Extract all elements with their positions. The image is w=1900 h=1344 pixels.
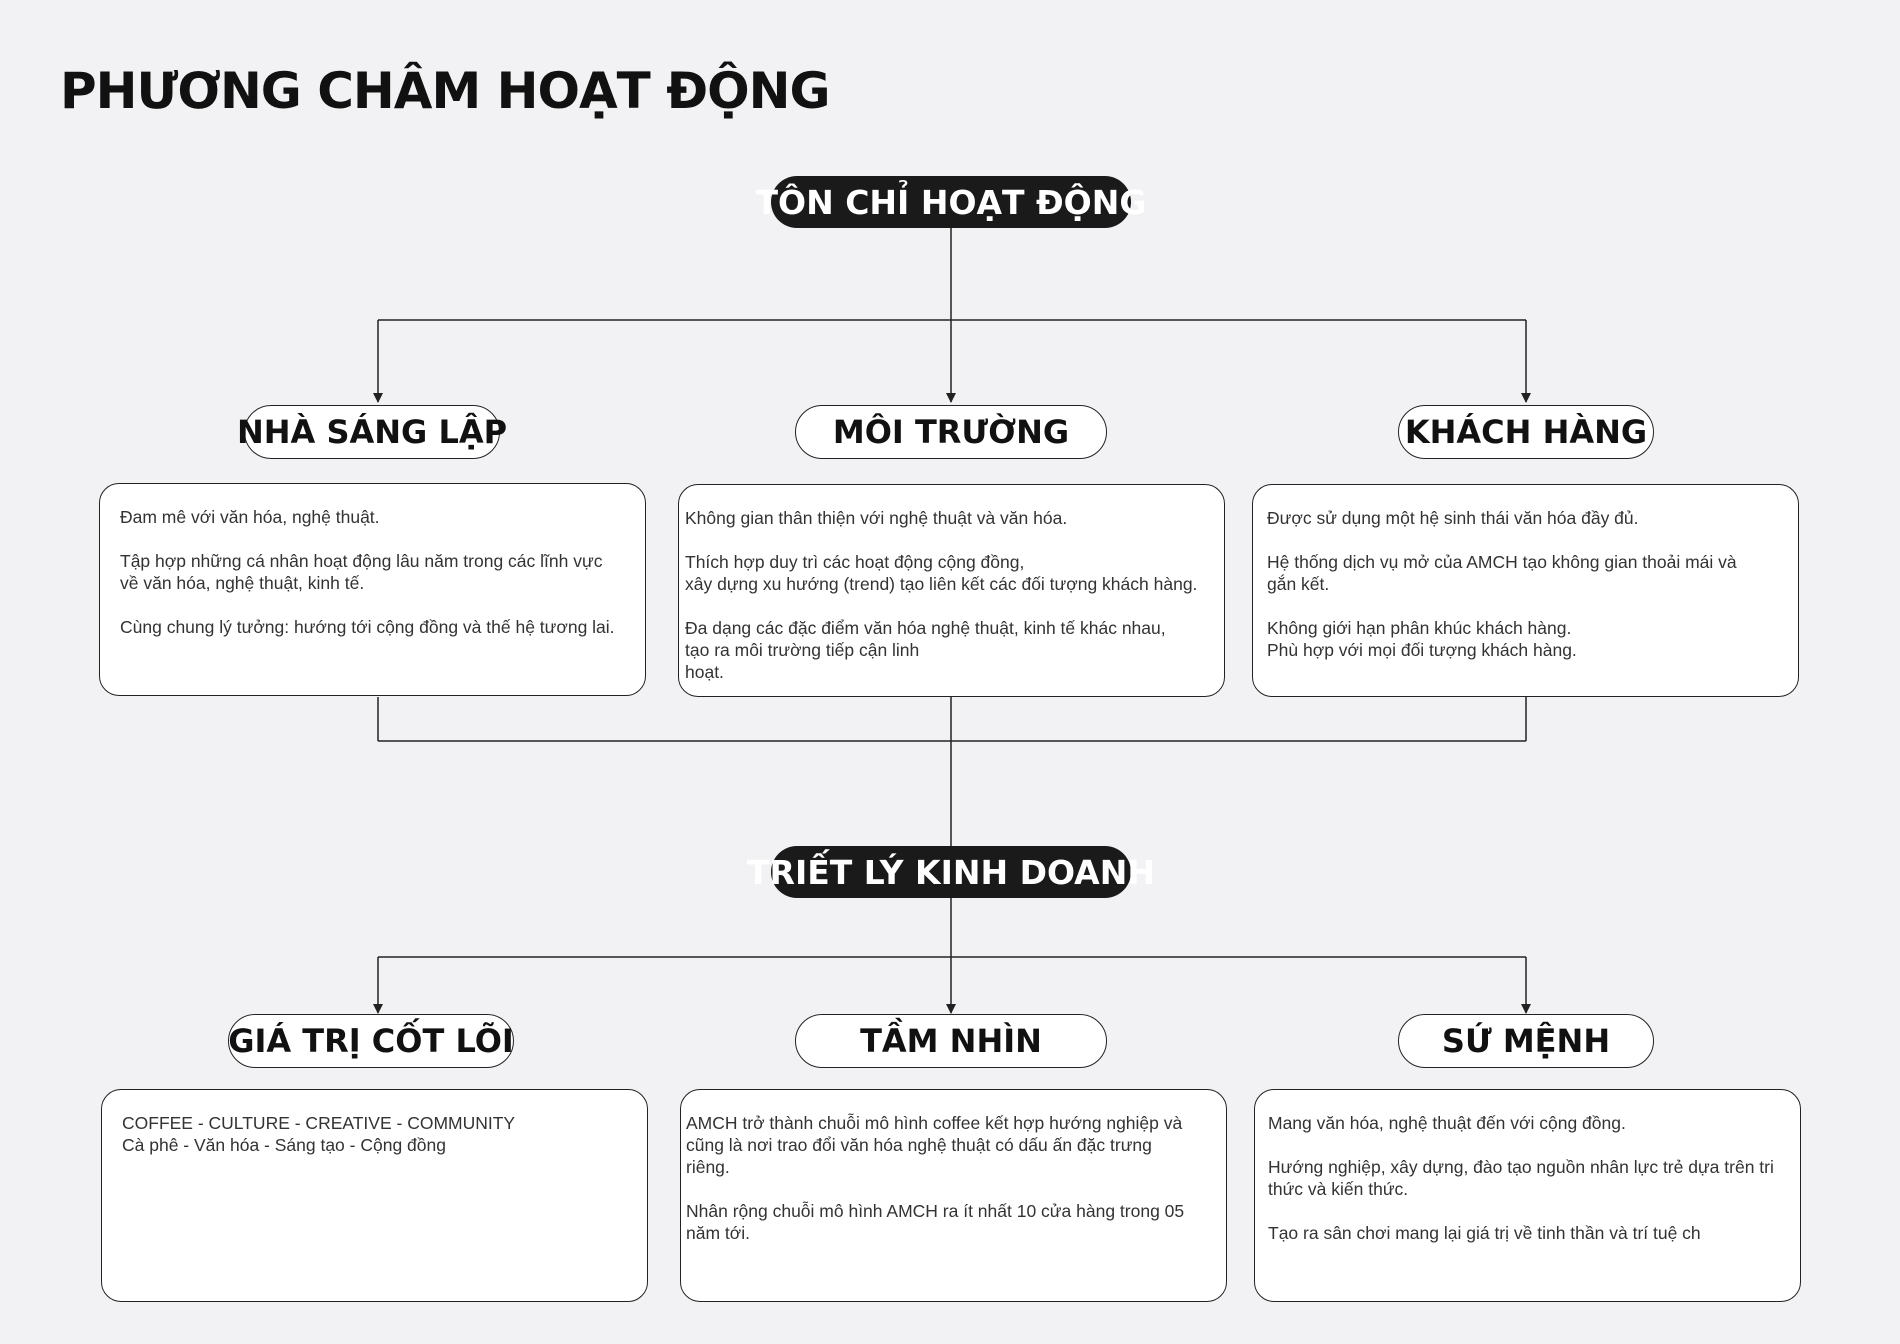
ton-chi-hoat-dong-header: TÔN CHỈ HOẠT ĐỘNG <box>756 176 1146 228</box>
nha-sang-lap-card: Đam mê với văn hóa, nghệ thuật. Tập hợp n… <box>99 483 646 696</box>
card-text-line: Tạo ra sân chơi mang lại giá trị về tinh… <box>1268 1223 1701 1243</box>
page-title: PHƯƠNG CHÂM HOẠT ĐỘNG <box>60 62 830 120</box>
card-text-line: năm tới. <box>686 1223 750 1243</box>
card-text-line: Thích hợp duy trì các hoạt động cộng đồn… <box>685 552 1025 572</box>
card-paragraph: Đa dạng các đặc điểm văn hóa nghệ thuật,… <box>685 617 1206 683</box>
card-text-line: tạo ra môi trường tiếp cận linh <box>685 640 920 660</box>
card-paragraph: AMCH trở thành chuỗi mô hình coffee kết … <box>686 1112 1208 1178</box>
card-text-line: Được sử dụng một hệ sinh thái văn hóa đầ… <box>1267 508 1639 528</box>
card-text-line: Hệ thống dịch vụ mở của AMCH tạo không g… <box>1267 552 1737 572</box>
card-paragraph: Không gian thân thiện với nghệ thuật và … <box>685 507 1206 529</box>
card-text-line: xây dựng xu hướng (trend) tạo liên kết c… <box>685 574 1198 594</box>
card-text-line: Đam mê với văn hóa, nghệ thuật. <box>120 507 380 527</box>
card-text-line: Hướng nghiệp, xây dựng, đào tạo nguồn nh… <box>1268 1157 1774 1177</box>
moi-truong-card: Không gian thân thiện với nghệ thuật và … <box>678 484 1225 697</box>
triet-ly-kinh-doanh-header: TRIẾT LÝ KINH DOANH <box>747 846 1155 898</box>
card-text-line: riêng. <box>686 1157 730 1177</box>
card-text-line: Phù hợp với mọi đối tượng khách hàng. <box>1267 640 1577 660</box>
card-paragraph: Tập hợp những cá nhân hoạt động lâu năm … <box>120 550 627 594</box>
card-paragraph: Tạo ra sân chơi mang lại giá trị về tinh… <box>1268 1222 1782 1244</box>
tam-nhin-card: AMCH trở thành chuỗi mô hình coffee kết … <box>680 1089 1227 1302</box>
card-text-line: Cà phê - Văn hóa - Sáng tạo - Cộng đồng <box>122 1135 446 1155</box>
card-paragraph: Hệ thống dịch vụ mở của AMCH tạo không g… <box>1267 551 1780 595</box>
card-text-line: thức và kiến thức. <box>1268 1179 1409 1199</box>
card-text-line: COFFEE - CULTURE - CREATIVE - COMMUNITY <box>122 1113 516 1133</box>
card-paragraph: Thích hợp duy trì các hoạt động cộng đồn… <box>685 551 1206 595</box>
card-paragraph: Không giới hạn phân khúc khách hàng.Phù … <box>1267 617 1780 661</box>
card-paragraph: Đam mê với văn hóa, nghệ thuật. <box>120 506 627 528</box>
card-text-line: về văn hóa, nghệ thuật, kinh tế. <box>120 573 365 593</box>
card-text-line: Mang văn hóa, nghệ thuật đến với cộng đồ… <box>1268 1113 1626 1133</box>
card-text-line: Không gian thân thiện với nghệ thuật và … <box>685 508 1068 528</box>
moi-truong-label: MÔI TRƯỜNG <box>795 405 1107 459</box>
card-paragraph: Cùng chung lý tưởng: hướng tới cộng đồng… <box>120 616 627 638</box>
card-text-line: gắn kết. <box>1267 574 1330 594</box>
card-text-line: hoạt. <box>685 662 724 682</box>
card-text-line: Đa dạng các đặc điểm văn hóa nghệ thuật,… <box>685 618 1166 638</box>
su-menh-label: SỨ MỆNH <box>1398 1014 1654 1068</box>
khach-hang-card: Được sử dụng một hệ sinh thái văn hóa đầ… <box>1252 484 1799 697</box>
nha-sang-lap-label: NHÀ SÁNG LẬP <box>237 405 507 459</box>
su-menh-card: Mang văn hóa, nghệ thuật đến với cộng đồ… <box>1254 1089 1801 1302</box>
khach-hang-label: KHÁCH HÀNG <box>1398 405 1654 459</box>
card-text-line: AMCH trở thành chuỗi mô hình coffee kết … <box>686 1113 1183 1133</box>
card-text-line: Không giới hạn phân khúc khách hàng. <box>1267 618 1572 638</box>
card-paragraph: Nhân rộng chuỗi mô hình AMCH ra ít nhất … <box>686 1200 1208 1244</box>
card-text-line: Cùng chung lý tưởng: hướng tới cộng đồng… <box>120 617 615 637</box>
tam-nhin-label: TẦM NHÌN <box>795 1014 1107 1068</box>
card-text-line: Nhân rộng chuỗi mô hình AMCH ra ít nhất … <box>686 1201 1185 1221</box>
card-text-line: cũng là nơi trao đổi văn hóa nghệ thuật … <box>686 1135 1152 1155</box>
card-paragraph: Mang văn hóa, nghệ thuật đến với cộng đồ… <box>1268 1112 1782 1134</box>
gia-tri-cot-loi-label: GIÁ TRỊ CỐT LÕI <box>228 1014 514 1068</box>
card-paragraph: Hướng nghiệp, xây dựng, đào tạo nguồn nh… <box>1268 1156 1782 1200</box>
card-paragraph: Được sử dụng một hệ sinh thái văn hóa đầ… <box>1267 507 1780 529</box>
card-text-line: Tập hợp những cá nhân hoạt động lâu năm … <box>120 551 603 571</box>
